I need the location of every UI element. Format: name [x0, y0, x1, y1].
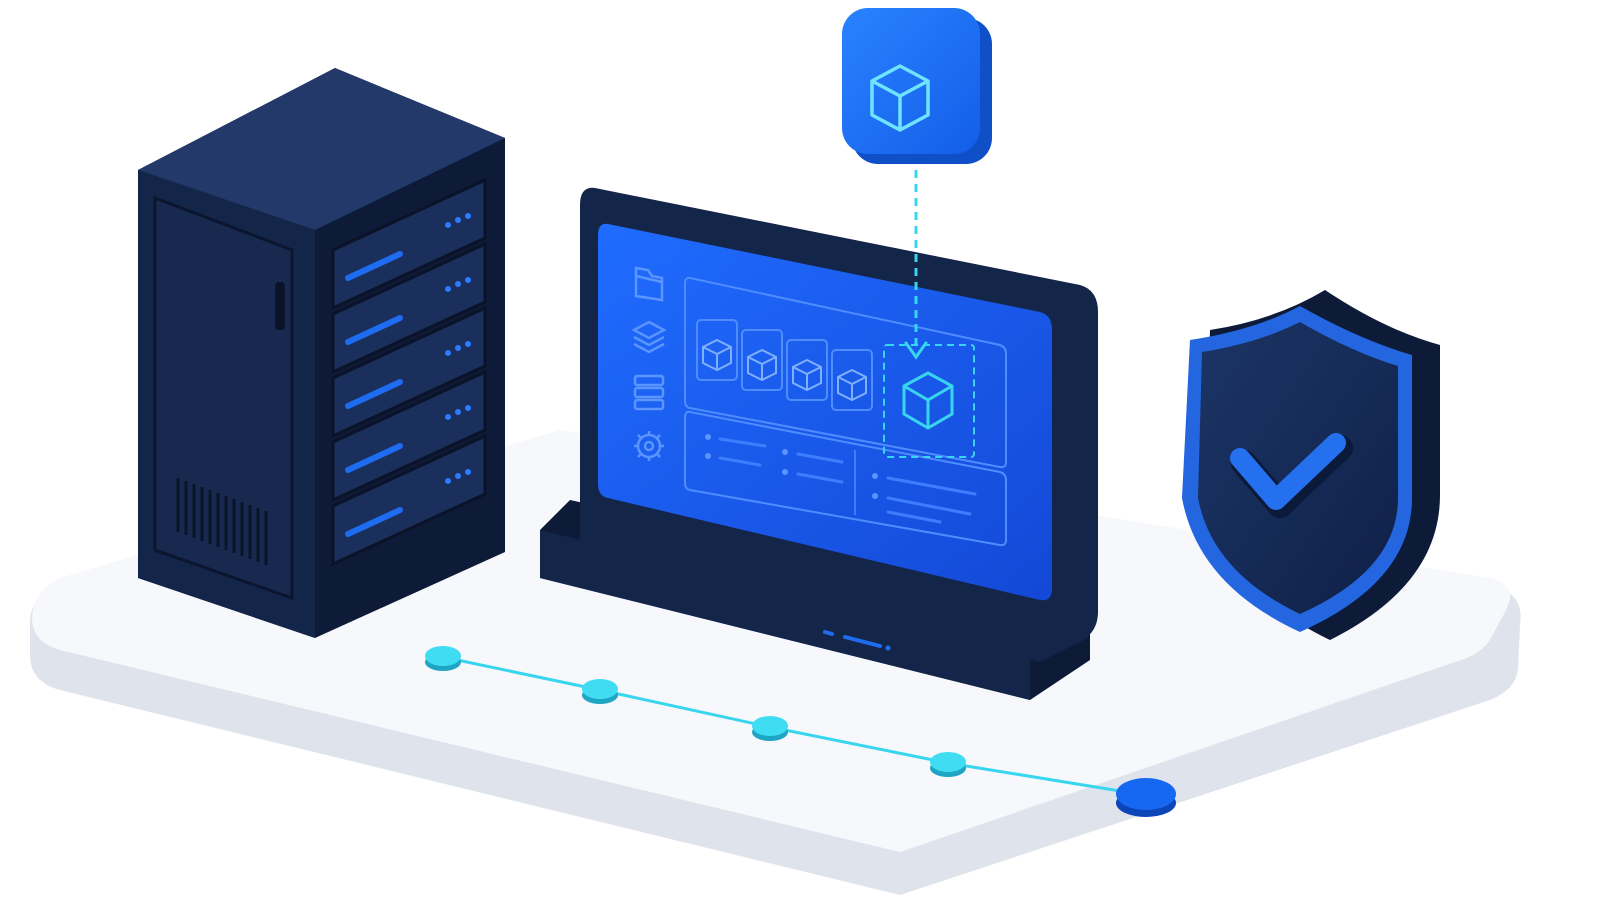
package-tile[interactable] — [696, 319, 738, 381]
package-tile[interactable] — [741, 329, 783, 391]
rack-vent-grille — [176, 478, 268, 565]
screen-content — [684, 276, 1007, 547]
rack-unit — [331, 177, 487, 311]
timeline-step[interactable] — [425, 646, 461, 671]
timeline-step[interactable] — [582, 679, 618, 704]
layers-icon[interactable] — [631, 320, 667, 354]
details-rows — [705, 434, 977, 524]
package-tile[interactable] — [786, 339, 828, 401]
package-tile[interactable] — [831, 349, 873, 411]
screen-sidebar — [631, 266, 667, 461]
timeline-step[interactable] — [752, 716, 788, 741]
rack-unit — [331, 433, 487, 567]
cube-icon — [902, 371, 954, 430]
check-mark — [1230, 433, 1346, 510]
folder-icon[interactable] — [634, 266, 664, 302]
gear-icon[interactable] — [634, 431, 664, 461]
shield-check-icon — [1182, 290, 1440, 640]
floating-package-tile — [842, 8, 992, 164]
monitor-icon — [540, 187, 1098, 700]
details-panel — [684, 410, 1007, 547]
deployment-timeline — [425, 646, 1176, 817]
rack-door-handle — [275, 282, 285, 330]
deploy-arrow — [904, 170, 928, 360]
package-list-panel — [684, 276, 1007, 469]
database-icon[interactable] — [633, 374, 665, 411]
timeline-step-final[interactable] — [1116, 778, 1176, 817]
monitor-screen — [598, 223, 1052, 601]
rack-unit — [331, 241, 487, 375]
package-drop-target[interactable] — [883, 344, 975, 458]
rack-unit — [331, 305, 487, 439]
server-rack-icon — [138, 68, 505, 638]
rack-units — [331, 177, 487, 567]
timeline-step[interactable] — [930, 752, 966, 777]
rack-unit — [331, 369, 487, 503]
cube-icon — [870, 64, 930, 132]
